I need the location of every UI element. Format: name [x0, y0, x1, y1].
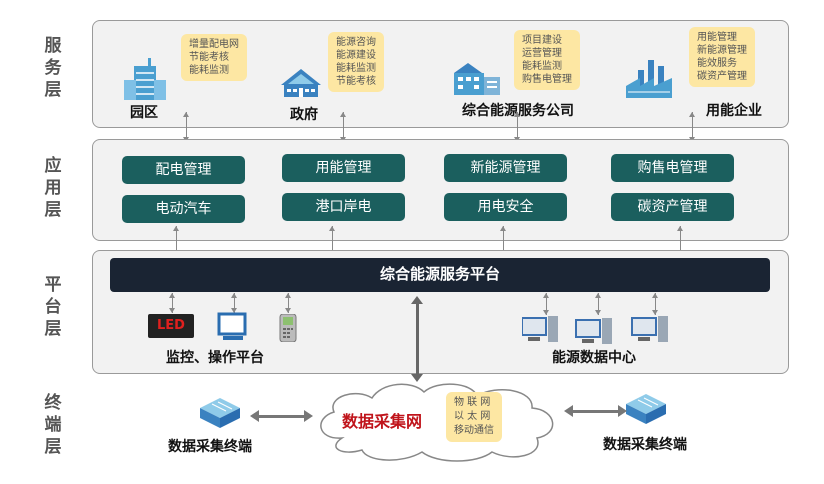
arrow-down-icon [411, 374, 423, 382]
data-center-label: 能源数据中心 [552, 350, 636, 366]
app-button-energy-use[interactable]: 用能管理 [282, 154, 405, 182]
factory-icon [626, 60, 672, 98]
connector [595, 293, 601, 315]
app-button-ev[interactable]: 电动汽车 [122, 195, 245, 223]
monitor-icon [217, 312, 247, 340]
connector [689, 112, 695, 142]
company-building-icon [454, 63, 500, 95]
platform-title-bar: 综合能源服务平台 [110, 258, 770, 292]
company-notes: 项目建设 运营管理 能耗监测 购售电管理 [514, 30, 580, 90]
monitor-platform-label: 监控、操作平台 [166, 350, 264, 366]
layer-label-service: 服务层 [44, 36, 62, 100]
connector [652, 293, 658, 315]
network-notes: 物 联 网 以 太 网 移动通信 [446, 392, 502, 442]
layer-label-platform: 平台层 [44, 275, 62, 339]
arrow-left-icon [564, 405, 573, 417]
connector [285, 293, 291, 313]
network-label: 数据采集网 [342, 412, 423, 431]
app-button-electrical-safety[interactable]: 用电安全 [444, 193, 567, 221]
connector [340, 112, 346, 142]
terminal-device-icon-left [200, 398, 240, 428]
layer-label-terminal: 终端层 [44, 393, 62, 457]
entity-park: 园区 [130, 105, 158, 121]
layer-label-application: 应用层 [44, 156, 62, 220]
terminal-device-icon-right [626, 394, 666, 424]
entity-enterprise: 用能企业 [706, 103, 762, 119]
connector-right [570, 410, 620, 413]
park-building-icon [124, 58, 166, 100]
government-notes: 能源咨询 能源建设 能耗监测 节能考核 [328, 32, 384, 92]
enterprise-notes: 用能管理 新能源管理 能效服务 碳资产管理 [689, 27, 755, 87]
connector [169, 293, 175, 313]
arrow-right-icon [304, 410, 313, 422]
app-button-power-trading[interactable]: 购售电管理 [611, 154, 734, 182]
app-button-new-energy[interactable]: 新能源管理 [444, 154, 567, 182]
platform-network-connector [416, 300, 419, 378]
connector-left [256, 415, 306, 418]
handheld-terminal-icon [279, 314, 297, 342]
connector [231, 293, 237, 313]
arrow-right-icon [618, 405, 627, 417]
arrow-up-icon [411, 296, 423, 304]
connector [514, 112, 520, 142]
led-display-icon: LED [148, 314, 194, 338]
government-building-icon [281, 69, 321, 97]
app-button-distribution[interactable]: 配电管理 [122, 156, 245, 184]
connector [543, 293, 549, 315]
terminal-left-label: 数据采集终端 [168, 439, 252, 455]
server-computers-icon [522, 316, 668, 344]
app-button-carbon-assets[interactable]: 碳资产管理 [611, 193, 734, 221]
arrow-left-icon [250, 410, 259, 422]
entity-government: 政府 [290, 107, 318, 123]
connector [183, 112, 189, 142]
terminal-right-label: 数据采集终端 [603, 437, 687, 453]
park-notes: 增量配电网 节能考核 能耗监测 [181, 34, 247, 81]
app-button-shore-power[interactable]: 港口岸电 [282, 193, 405, 221]
entity-energy-company: 综合能源服务公司 [462, 103, 574, 119]
